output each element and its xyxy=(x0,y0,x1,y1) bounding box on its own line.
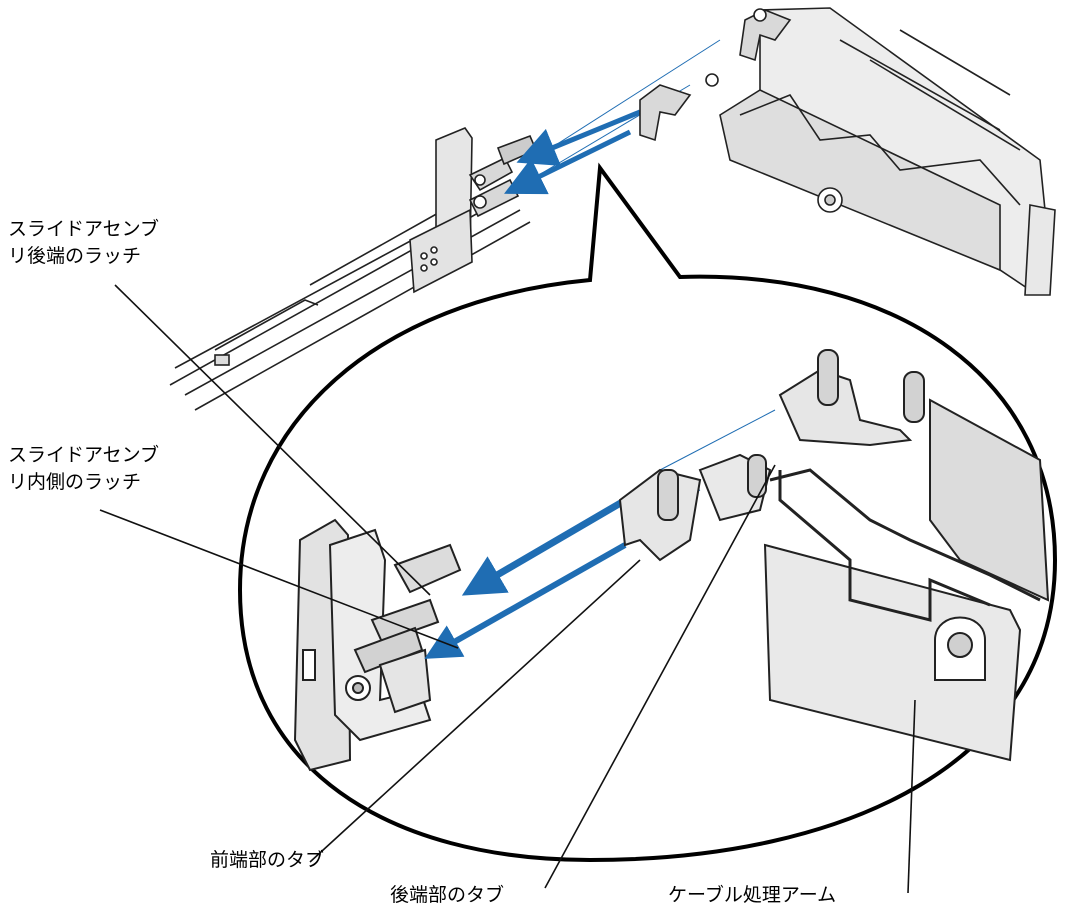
label-line: スライドアセンブ xyxy=(8,218,160,240)
leader-inner-latch xyxy=(99,509,459,649)
leader-rear-tab xyxy=(544,464,776,889)
cable-management-arm-zoom xyxy=(763,398,1050,762)
callout-leaders xyxy=(99,284,916,894)
label-slide-assembly-rear-latch: スライドアセンブ リ後端のラッチ xyxy=(8,216,159,270)
label-rear-tab: 後端部のタブ xyxy=(390,884,505,906)
label-front-tab: 前端部のタブ xyxy=(210,849,325,871)
label-line: スライドアセンブ xyxy=(8,444,160,466)
leader-cable-arm xyxy=(907,699,916,894)
rail-bracket-overview xyxy=(409,127,538,294)
label-slide-assembly-inner-latch: スライドアセンブ リ内側のラッチ xyxy=(8,442,159,496)
label-cable-management-arm: ケーブル処理アーム xyxy=(668,884,837,906)
rail-bracket-zoom xyxy=(293,518,462,772)
install-arrows-overview xyxy=(504,39,721,195)
label-line: リ内側のラッチ xyxy=(8,471,142,493)
label-line: リ後端のラッチ xyxy=(8,245,142,267)
leader-rear-latch xyxy=(114,284,431,596)
cable-management-arm-overview xyxy=(639,7,1056,296)
arm-hinge-tabs-zoom xyxy=(618,349,925,562)
leader-front-tab xyxy=(309,559,641,863)
